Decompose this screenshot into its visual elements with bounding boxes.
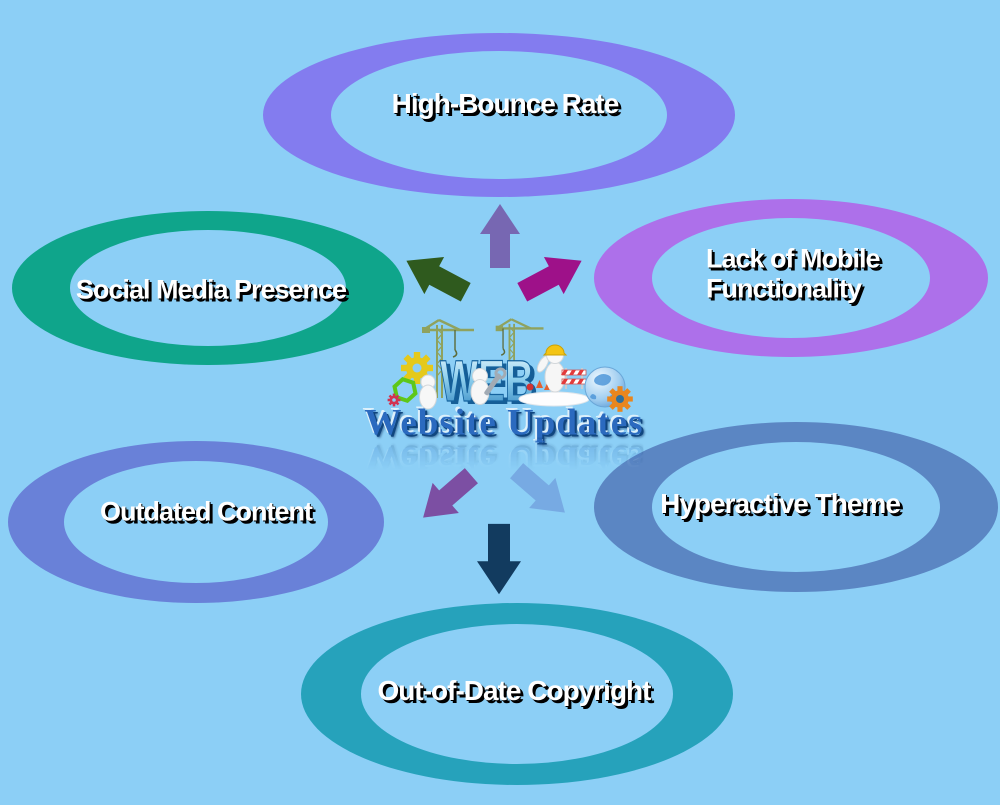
- worker-wrench-figure: [470, 367, 507, 405]
- small-gear-icon: [387, 393, 401, 407]
- ring-inner: [361, 624, 673, 764]
- arrow-up-icon: [480, 204, 520, 268]
- hexagon-icon: [392, 377, 418, 403]
- node-label-hyperactive-theme: Hyperactive Theme: [660, 488, 901, 519]
- web-3d-text: WEB: [440, 349, 534, 414]
- node-label-outdated-content: Outdated Content: [100, 496, 313, 527]
- center-caption: Website Updates: [364, 402, 644, 444]
- node-label-out-of-date-copyright: Out-of-Date Copyright: [377, 675, 652, 706]
- ring-out-of-date-copyright: [301, 603, 733, 785]
- website-updates-illustration: WEB WEB: [387, 318, 633, 417]
- node-label-lack-of-mobile-functionality: Lack of Mobile Functionality: [706, 243, 881, 303]
- arrow-down-left-icon: [423, 468, 478, 518]
- node-label-high-bounce-rate: High-Bounce Rate: [391, 88, 620, 119]
- ring-inner: [652, 442, 940, 572]
- barrier-icon: [561, 368, 587, 389]
- node-label-social-media-presence: Social Media Presence: [75, 274, 347, 305]
- wrench-icon: [484, 367, 507, 396]
- ring-inner: [64, 461, 328, 583]
- ring-social-media-presence: [12, 211, 404, 365]
- worker-figure: [419, 374, 437, 410]
- traffic-cone-icon: [526, 380, 550, 391]
- ring-hyperactive-theme: [594, 422, 998, 592]
- arrow-up-left-icon: [406, 256, 471, 302]
- crane-icon: [422, 318, 544, 398]
- arrows: [406, 204, 582, 595]
- ring-inner: [331, 51, 667, 179]
- ring-lack-of-mobile-functionality: [594, 199, 988, 357]
- hard-hat-icon: [542, 344, 568, 356]
- gear-icon: [401, 352, 433, 384]
- center-caption-reflection: Website Updates: [364, 438, 644, 480]
- hardhat-worker-figure: [518, 344, 590, 407]
- ring-inner: [70, 230, 346, 346]
- arrow-up-right-icon: [517, 256, 582, 302]
- ring-high-bounce-rate: [263, 33, 735, 197]
- arrow-down-icon: [476, 523, 522, 595]
- ring-outdated-content: [8, 441, 384, 603]
- arrow-down-right-icon: [510, 463, 565, 513]
- ring-inner: [652, 218, 930, 338]
- orange-gear-icon: [607, 386, 633, 412]
